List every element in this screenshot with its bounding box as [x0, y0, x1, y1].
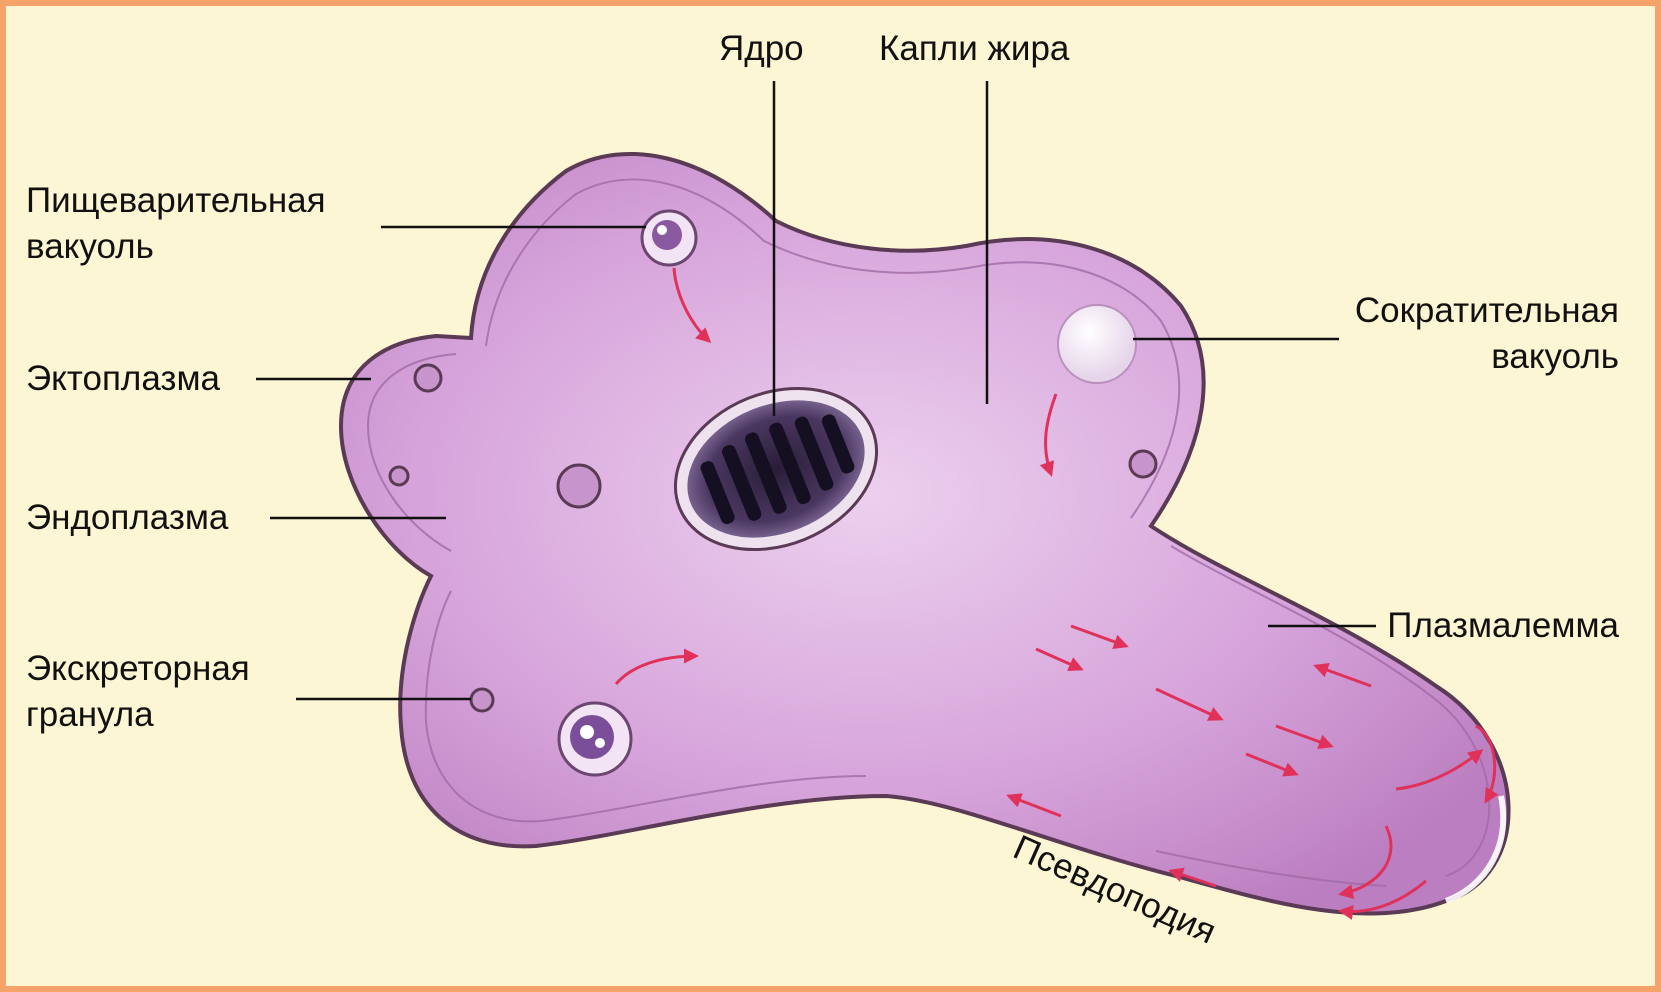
granule: [558, 465, 600, 507]
label-endoplasm: Эндоплазма: [26, 495, 228, 541]
label-excretory-granule-line2: гранула: [26, 692, 154, 738]
label-digestive-vacuole-line1: Пищеварительная: [26, 178, 326, 224]
label-fat-drops: Капли жира: [879, 26, 1069, 72]
label-contractile-vacuole-line2: вакуоль: [1491, 334, 1619, 380]
label-digestive-vacuole-line2: вакуоль: [26, 224, 154, 270]
label-plasmalemma: Плазмалемма: [1387, 603, 1619, 649]
digestive-vacuole-top: [642, 211, 696, 265]
granule: [390, 467, 408, 485]
digestive-vacuole-bottom: [559, 703, 631, 775]
label-nucleus: Ядро: [719, 26, 804, 72]
excretory-granule: [471, 689, 493, 711]
contractile-vacuole: [1058, 305, 1136, 383]
label-ectoplasm: Эктоплазма: [26, 356, 220, 402]
granule: [415, 365, 441, 391]
label-excretory-granule-line1: Экскреторная: [26, 646, 250, 692]
label-contractile-vacuole-line1: Сократительная: [1355, 288, 1619, 334]
granule: [1130, 451, 1156, 477]
amoeba-body: [341, 154, 1509, 914]
amoeba-diagram: Псевдоподия: [6, 6, 1655, 986]
